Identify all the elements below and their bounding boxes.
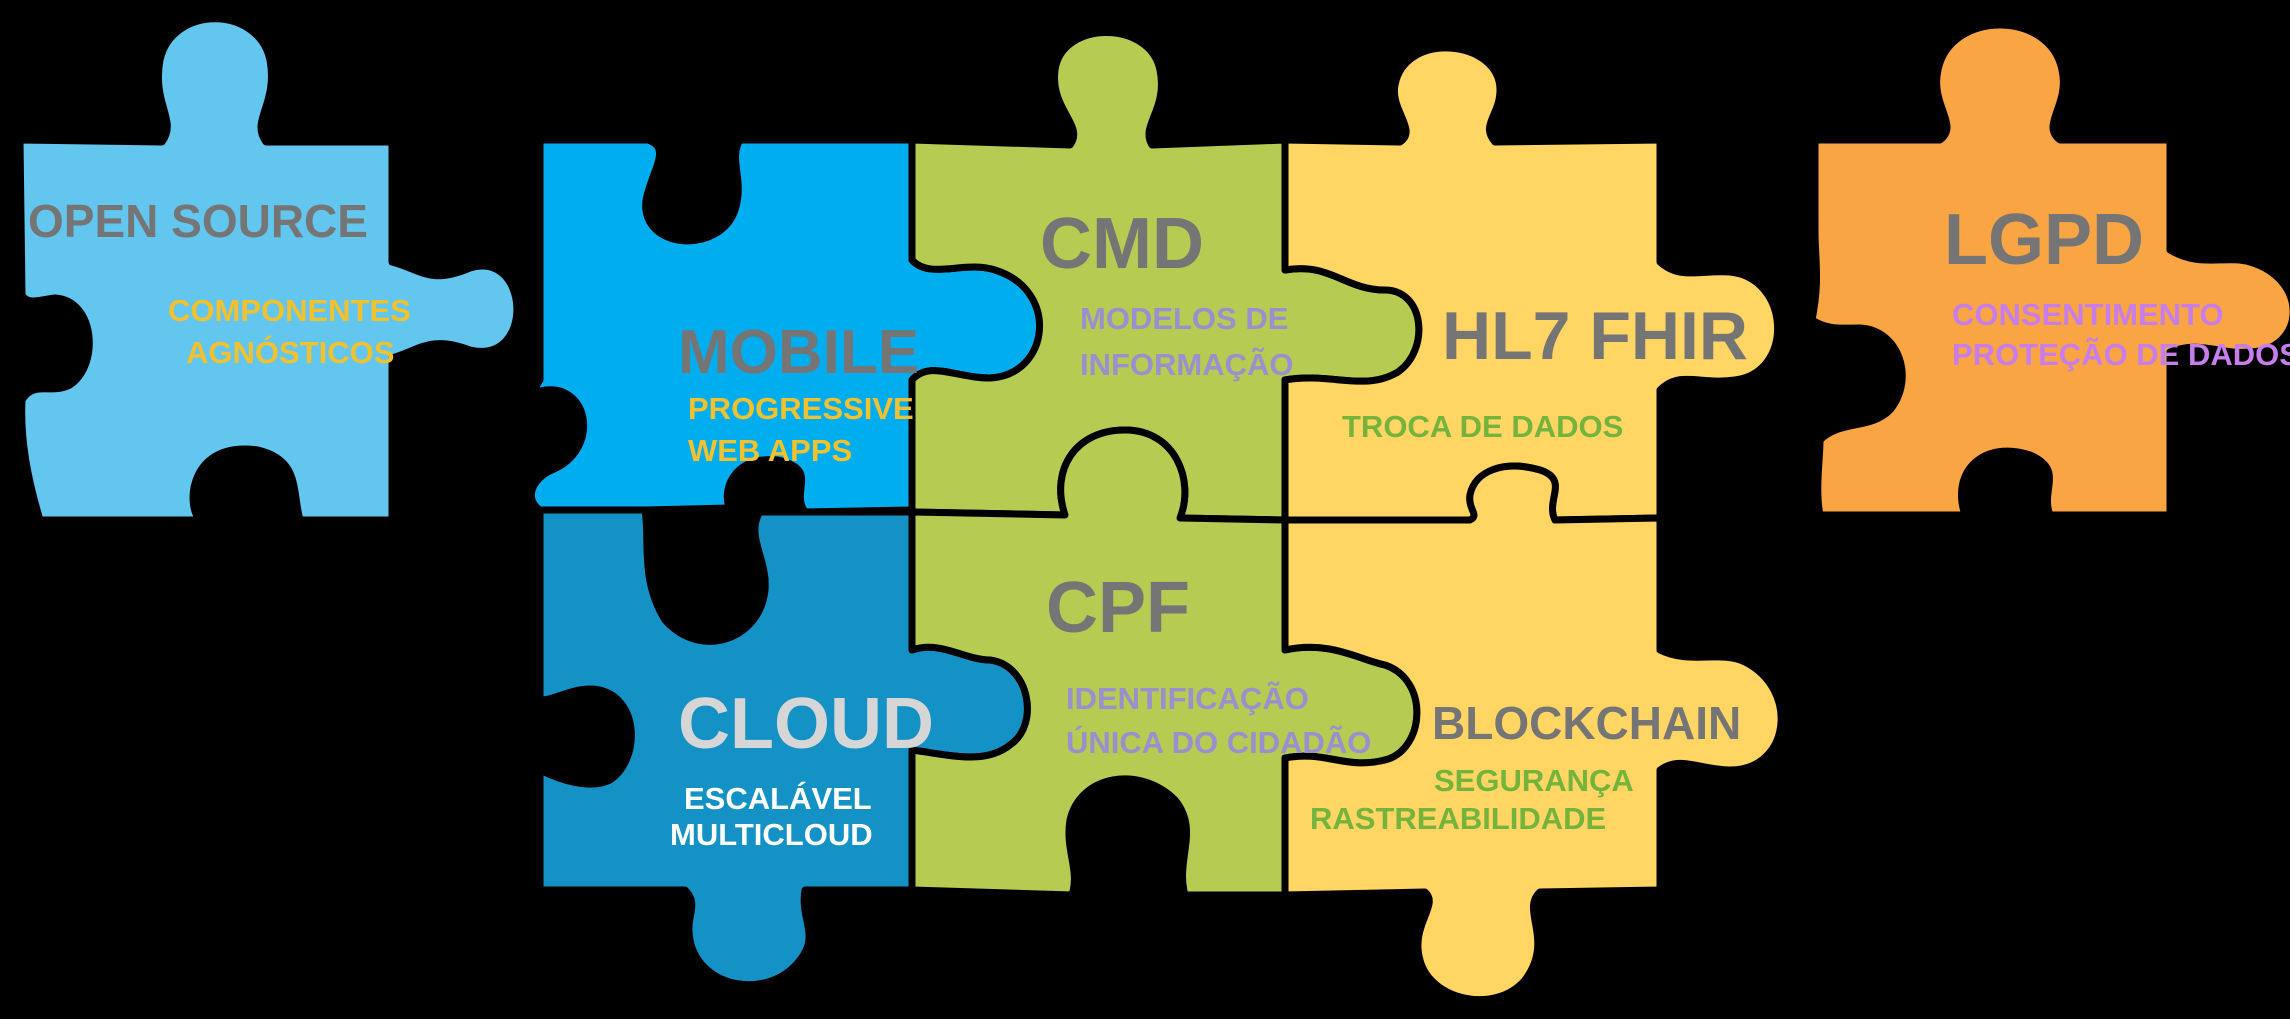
puzzle-piece-open-source (16, 15, 521, 524)
lgpd-line2: PROTEÇÃO DE DADOS (1952, 337, 2290, 372)
puzzle-piece-lgpd (1808, 21, 2290, 519)
hl7-line1: TROCA DE DADOS (1342, 409, 1624, 444)
mobile-line2: WEB APPS (688, 433, 853, 468)
hl7-title: HL7 FHIR (1442, 298, 1748, 374)
cloud-line1: ESCALÁVEL (684, 781, 872, 816)
open-source-title: OPEN SOURCE (28, 195, 368, 247)
cmd-line1: MODELOS DE (1080, 301, 1289, 336)
lgpd-line1: CONSENTIMENTO (1952, 297, 2224, 332)
cpf-title: CPF (1046, 568, 1190, 648)
cloud-line2: MULTICLOUD (670, 817, 873, 852)
open-source-line1: COMPONENTES (168, 293, 411, 328)
blockchain-line1: SEGURANÇA (1434, 763, 1634, 798)
blockchain-title: BLOCKCHAIN (1432, 697, 1742, 749)
cmd-line2: INFORMAÇÃO (1080, 347, 1294, 382)
cpf-line2: ÚNICA DO CIDADÃO (1066, 725, 1372, 760)
cmd-title: CMD (1040, 204, 1204, 284)
puzzle-piece-hl7 (1281, 44, 1782, 524)
blockchain-line2: RASTREABILIDADE (1310, 801, 1607, 836)
puzzle-piece-blockchain (1281, 462, 1785, 1004)
open-source-line2: AGNÓSTICOS (186, 335, 395, 370)
mobile-line1: PROGRESSIVE (688, 391, 914, 426)
puzzle-piece-cpf (908, 426, 1421, 899)
lgpd-title: LGPD (1944, 200, 2145, 280)
mobile-title: MOBILE (678, 318, 920, 387)
cloud-title: CLOUD (678, 684, 934, 764)
cpf-line1: IDENTIFICAÇÃO (1066, 681, 1309, 716)
